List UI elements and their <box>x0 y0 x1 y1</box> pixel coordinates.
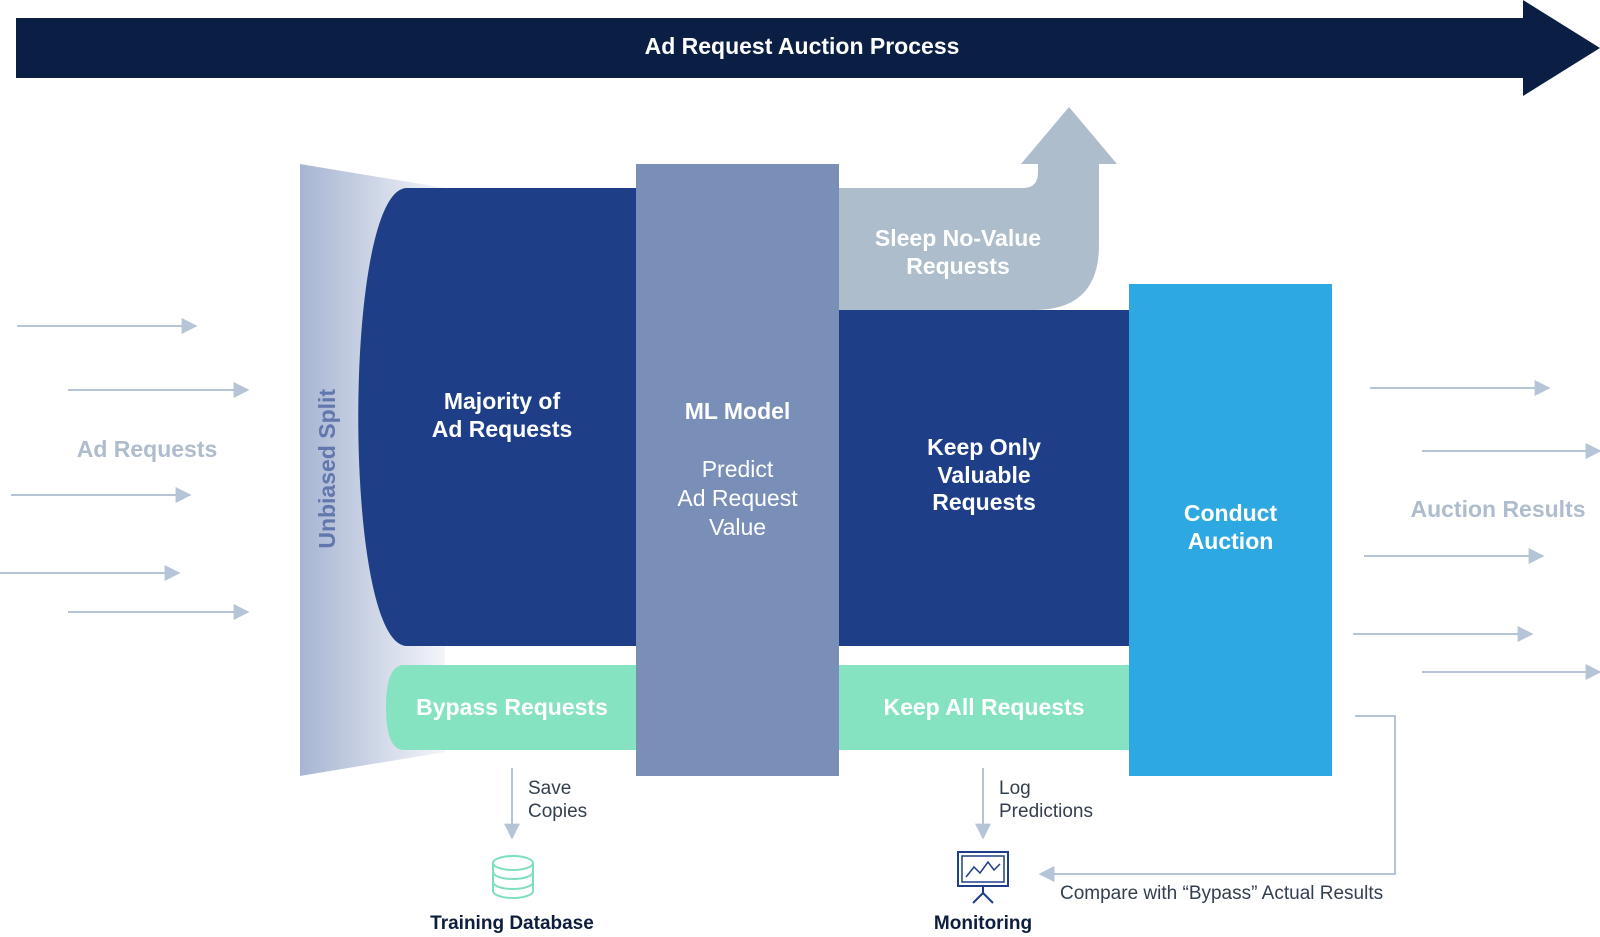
majority-requests-block <box>358 188 640 646</box>
ml-model-description: Predict Ad Request Value <box>636 455 839 541</box>
input-arrows <box>0 318 250 620</box>
sleep-no-value-label: Sleep No-Value Requests <box>848 225 1068 280</box>
majority-line-1: Majority of <box>443 388 561 414</box>
process-banner-arrow <box>16 0 1600 96</box>
conduct-auction-block <box>1129 284 1332 776</box>
conduct-auction-label: Conduct Auction <box>1129 500 1332 555</box>
database-icon <box>492 855 534 899</box>
sleep-line-1: Sleep No-Value <box>874 225 1042 251</box>
majority-requests-label: Majority of Ad Requests <box>402 388 602 443</box>
keep-valuable-label: Keep Only Valuable Requests <box>878 434 1090 517</box>
training-database-label: Training Database <box>430 913 594 934</box>
auction-results-label: Auction Results <box>1410 496 1586 522</box>
unbiased-split-label: Unbiased Split <box>314 388 341 549</box>
log-line-2: Predictions <box>999 800 1093 822</box>
keep-valuable-line-1: Keep Only <box>927 434 1041 460</box>
bypass-requests-band <box>386 665 640 750</box>
sleep-line-2: Requests <box>906 252 1010 279</box>
banner-title: Ad Request Auction Process <box>644 33 960 59</box>
compare-results-label: Compare with “Bypass” Actual Results <box>1060 883 1384 904</box>
monitor-chart-icon <box>957 851 1009 904</box>
model-desc-line-1: Predict <box>701 456 774 482</box>
ml-model-title: ML Model <box>684 398 791 424</box>
keep-valuable-block <box>838 310 1130 646</box>
keep-valuable-line-3: Requests <box>932 489 1036 516</box>
keep-all-label: Keep All Requests <box>883 694 1085 720</box>
save-line-1: Save <box>528 778 572 799</box>
keep-valuable-line-2: Valuable <box>937 461 1031 488</box>
sleep-no-value-flow <box>838 107 1117 310</box>
ml-model-column <box>636 164 839 776</box>
majority-line-2: Ad Requests <box>431 415 573 442</box>
auction-line-1: Conduct <box>1183 500 1278 526</box>
model-desc-line-3: Value <box>708 513 767 540</box>
output-arrows <box>1353 380 1600 680</box>
model-desc-line-2: Ad Request <box>677 484 798 511</box>
save-line-2: Copies <box>528 800 588 822</box>
log-predictions-label: Log Predictions <box>999 778 1139 824</box>
auction-line-2: Auction <box>1187 527 1274 554</box>
ad-requests-label: Ad Requests <box>76 436 218 462</box>
keep-all-band <box>838 665 1130 750</box>
monitoring-label: Monitoring <box>933 913 1033 934</box>
save-copies-label: Save Copies <box>528 778 648 824</box>
bypass-requests-label: Bypass Requests <box>416 694 608 720</box>
compare-feedback-arrow <box>1038 715 1396 882</box>
log-line-1: Log <box>999 778 1031 799</box>
